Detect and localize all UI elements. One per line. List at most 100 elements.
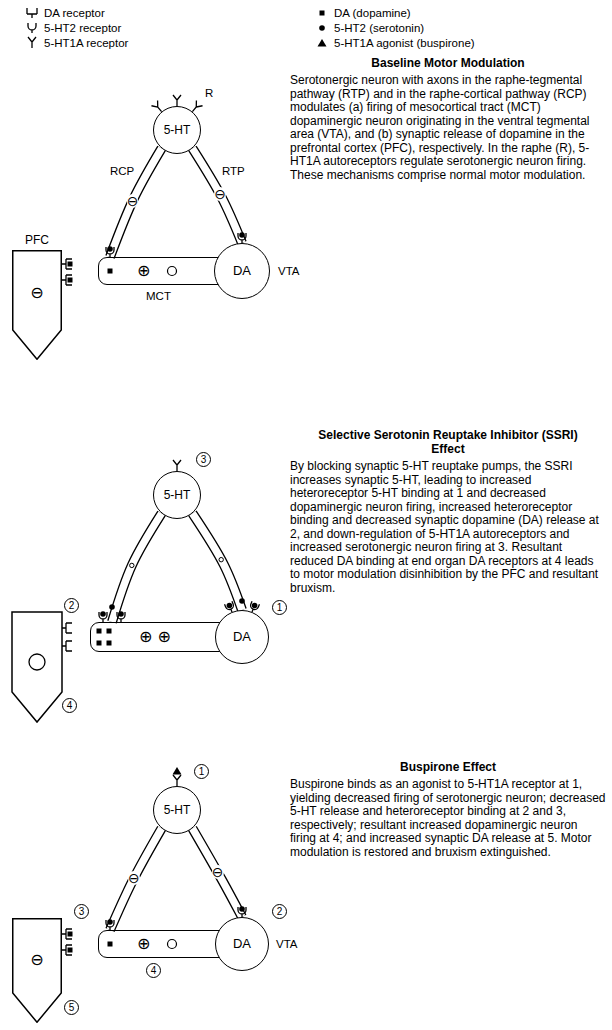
dopamine-receptor — [62, 929, 72, 939]
serotonin-symbol — [319, 25, 325, 31]
callout-number-text: 3 — [196, 452, 211, 467]
panel-heading: Buspirone Effect — [300, 760, 596, 774]
node-label: PFC — [25, 233, 49, 247]
legend-item: 5-HT2 receptor — [44, 21, 121, 35]
legend-item: 5-HT2 (serotonin) — [334, 21, 424, 35]
panel-heading-text: Buspirone Effect — [300, 760, 596, 774]
callout-number-text: 2 — [272, 904, 287, 919]
pathway-label-text: RCP — [110, 164, 134, 178]
dopamine — [68, 932, 73, 937]
heteroreceptor — [106, 920, 114, 930]
node-label: DA — [233, 630, 251, 644]
axon-connector — [192, 513, 242, 610]
axon-lumen — [110, 828, 162, 930]
serotonin — [107, 246, 113, 252]
firing-marker — [168, 940, 177, 949]
neutral-marker — [29, 654, 45, 670]
callout-number: 3 — [74, 904, 89, 919]
edge-label: ⊖ — [212, 865, 224, 879]
activity-sign: ⊕ — [137, 263, 150, 279]
panel-text: Serotonergic neuron with axons in the ra… — [290, 74, 606, 182]
dopamine — [108, 269, 113, 274]
callout-number: 4 — [62, 698, 77, 713]
legend-text: 5-HT1A agonist (buspirone) — [334, 36, 475, 50]
autoreceptor — [173, 460, 181, 471]
tract-label-text: MCT — [146, 289, 171, 303]
heteroreceptor — [99, 612, 107, 622]
serotonergic-neuron: 5-HT — [153, 786, 201, 834]
panel-heading: Baseline Motor Modulation — [300, 56, 596, 70]
callout-number: 2 — [272, 904, 287, 919]
panel-text-text: Buspirone binds as an agonist to 5-HT1A … — [290, 778, 606, 859]
cortex-outline-shape — [13, 251, 62, 360]
axon-connector — [110, 148, 162, 257]
cortex-outline — [12, 918, 62, 1023]
inhibition-sign: ⊖ — [128, 871, 140, 885]
callout-number-text: 4 — [146, 963, 161, 978]
dopamine-receptor — [62, 623, 72, 633]
callout-number-text: 5 — [64, 1000, 79, 1015]
pathway-label-text: RTP — [222, 164, 245, 178]
serotonin — [227, 603, 233, 609]
heteroreceptor — [106, 247, 114, 257]
axon-marker — [130, 563, 134, 567]
dopamine — [68, 262, 73, 267]
callout-number: 2 — [64, 598, 79, 613]
serotonin — [107, 919, 113, 925]
axon-connector — [192, 148, 242, 243]
dopamine-symbol — [320, 11, 325, 16]
prefrontal-cortex: ⊖ — [12, 918, 62, 1023]
axon-outline — [192, 148, 242, 243]
autoreceptor — [173, 775, 181, 786]
serotonin — [239, 906, 245, 912]
firing-marker — [168, 267, 177, 276]
activity-sign: ⊕ — [157, 629, 170, 645]
dopaminergic-neuron: DA — [215, 917, 269, 971]
serotonin — [118, 611, 124, 617]
serotonin — [239, 232, 245, 238]
panel-heading-text: Selective Serotonin Reuptake Inhibitor (… — [300, 428, 596, 456]
inhibition-sign: ⊖ — [212, 865, 224, 879]
panel-text-text: By blocking synaptic 5-HT reuptake pumps… — [290, 460, 606, 595]
axon-lumen — [112, 513, 162, 622]
callout-number: 4 — [146, 963, 161, 978]
axon-connector — [110, 828, 162, 930]
axon-connector — [112, 513, 162, 622]
pathway-label: RCP — [110, 164, 134, 178]
panel-text: By blocking synaptic 5-HT reuptake pumps… — [290, 460, 606, 595]
node-label: DA — [233, 264, 251, 278]
dopamine — [97, 629, 102, 634]
prefrontal-cortex: PFC⊖ — [12, 233, 62, 360]
serotonin — [100, 611, 106, 617]
dopaminergic-neuron: DA — [215, 610, 269, 664]
activity-sign: ⊕ — [137, 936, 150, 952]
autoreceptor-symbol — [28, 37, 36, 48]
tract-label: MCT — [146, 289, 171, 303]
autoreceptor — [173, 95, 181, 106]
callout-number: 1 — [194, 764, 209, 779]
cortex-outline-shape — [13, 919, 62, 1023]
dopamine — [107, 641, 112, 646]
region-label-text: VTA — [278, 264, 300, 278]
node-label: DA — [233, 937, 251, 951]
serotonin — [239, 598, 245, 604]
heteroreceptor-symbol — [28, 23, 36, 33]
region-label-text: VTA — [276, 937, 298, 951]
axon-outline — [192, 513, 242, 610]
dopamine — [107, 629, 112, 634]
serotonergic-neuron: 5-HT — [153, 106, 201, 154]
dopamine-receptor — [62, 259, 72, 269]
axon-lumen — [192, 148, 242, 243]
legend-item: 5-HT1A agonist (buspirone) — [334, 36, 475, 50]
axon-outline — [110, 828, 162, 930]
dopamine — [68, 278, 73, 283]
activity-sign: ⊕ — [139, 629, 152, 645]
callout-number-text: 3 — [74, 904, 89, 919]
region-label: VTA — [278, 264, 300, 278]
legend-item: DA receptor — [44, 6, 105, 20]
inhibition-sign: ⊖ — [127, 194, 139, 208]
axon-lumen — [192, 828, 242, 917]
axon-outline — [112, 513, 162, 622]
axon-lumen — [192, 513, 242, 610]
heteroreceptor — [117, 612, 125, 622]
